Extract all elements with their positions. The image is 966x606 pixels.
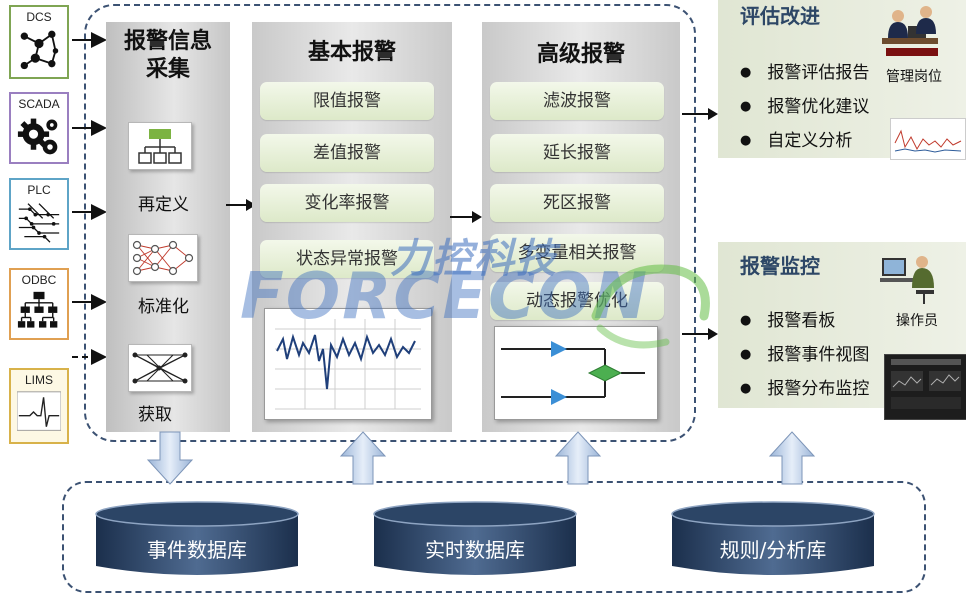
source-label: DCS [26, 10, 52, 24]
monitor-title: 报警监控 [740, 254, 820, 278]
basic-to-advanced-arrow [450, 211, 482, 223]
basic-alarm-item: 状态异常报警 [260, 240, 434, 278]
collect-title: 报警信息 采集 [106, 28, 230, 84]
database-container [62, 481, 926, 593]
hierarchy-icon [138, 129, 182, 164]
operator-role-label: 操作员 [896, 313, 938, 329]
report-chart-thumbnail [890, 118, 966, 160]
assess-item-label: 自定义分析 [767, 131, 853, 151]
source-dcs: DCS [9, 5, 69, 79]
output-arrows [682, 108, 718, 340]
collect-panel: 报警信息 采集 再定义 [106, 22, 230, 432]
network-nodes-icon [20, 30, 59, 70]
rules-database-label: 规则/分析库 [719, 538, 827, 562]
source-label: LIMS [24, 373, 53, 387]
manager-role-label: 管理岗位 [886, 69, 942, 85]
ecg-waveform-icon [17, 391, 61, 431]
database-flow-arrows [146, 431, 816, 485]
advanced-alarm-item: 延长报警 [490, 134, 664, 172]
event-database: 事件数据库 [94, 500, 300, 582]
monitor-item: ● 报警看板 [740, 306, 835, 331]
basic-alarm-item: 限值报警 [260, 82, 434, 120]
bullet-icon: ● [740, 133, 752, 148]
database-cylinder-icon [373, 501, 577, 575]
assess-item-label: 报警评估报告 [767, 63, 870, 83]
acquire-label: 获取 [138, 405, 172, 425]
monitor-item: ● 报警事件视图 [740, 340, 869, 365]
advanced-alarm-panel: 高级报警 滤波报警 延长报警 死区报警 多变量相关报警 动态报警优化 [482, 22, 680, 432]
collect-title-line1: 报警信息 [123, 29, 212, 54]
bullet-icon: ● [740, 381, 752, 396]
bullet-icon: ● [740, 65, 752, 80]
bullet-icon: ● [740, 313, 752, 328]
dashboard-icon [891, 359, 961, 409]
manager-people-icon [882, 6, 938, 56]
collect-to-basic-arrow [226, 199, 256, 211]
basic-alarm-item: 变化率报警 [260, 184, 434, 222]
source-lims: LIMS [9, 368, 69, 444]
processing-container [84, 4, 696, 442]
neural-net-icon [132, 240, 194, 276]
source-label: PLC [27, 183, 51, 197]
circuit-icon [18, 203, 60, 243]
acquire-icon-box [128, 344, 192, 392]
bullet-icon: ● [740, 99, 752, 114]
assess-item: ● 报警评估报告 [740, 58, 869, 83]
monitor-panel: 报警监控 ● 报警看板 ● 报警事件视图 ● 报警分布监控 操作员 [718, 242, 966, 420]
trend-chart-thumbnail [264, 308, 432, 420]
gears-icon [17, 118, 58, 155]
collect-title-line2: 采集 [145, 57, 190, 82]
source-odbc: ODBC [9, 268, 69, 340]
source-arrows [70, 32, 107, 365]
logic-diagram-thumbnail [494, 326, 658, 420]
assess-panel: 评估改进 ● 报警评估报告 ● 报警优化建议 ● 自定义分析 管理岗位 [718, 0, 966, 160]
assess-title: 评估改进 [740, 4, 820, 28]
advanced-alarm-item: 多变量相关报警 [490, 234, 664, 272]
basic-alarm-title: 基本报警 [307, 40, 396, 65]
monitor-item-label: 报警事件视图 [767, 345, 870, 365]
rules-database: 规则/分析库 [670, 500, 876, 582]
monitor-item: ● 报警分布监控 [740, 374, 869, 399]
event-database-label: 事件数据库 [147, 538, 247, 562]
logic-gate-icon [501, 341, 645, 405]
dashboard-thumbnail [884, 354, 966, 420]
redefine-label: 再定义 [138, 195, 189, 215]
database-cylinder-icon [95, 501, 299, 575]
mesh-network-icon [132, 352, 188, 384]
basic-alarm-panel: 基本报警 限值报警 差值报警 变化率报警 状态异常报警 [252, 22, 452, 432]
assess-item-label: 报警优化建议 [767, 97, 870, 117]
advanced-alarm-item: 滤波报警 [490, 82, 664, 120]
database-cylinder-icon [671, 501, 875, 575]
source-plc: PLC [9, 178, 69, 250]
source-scada: SCADA [9, 92, 69, 164]
operator-person-icon [880, 256, 934, 304]
standardize-label: 标准化 [138, 297, 189, 317]
realtime-database-label: 实时数据库 [425, 538, 525, 562]
org-chart-icon [17, 291, 58, 328]
basic-alarm-item: 差值报警 [260, 134, 434, 172]
trend-line-icon [275, 319, 421, 410]
realtime-database: 实时数据库 [372, 500, 578, 582]
bullet-icon: ● [740, 347, 752, 362]
monitor-item-label: 报警分布监控 [767, 379, 870, 399]
advanced-alarm-item: 死区报警 [490, 184, 664, 222]
report-line-icon [894, 129, 962, 153]
advanced-alarm-item: 动态报警优化 [490, 282, 664, 320]
source-label: SCADA [18, 97, 60, 111]
monitor-item-label: 报警看板 [767, 311, 836, 331]
advanced-alarm-title: 高级报警 [536, 42, 625, 67]
assess-item: ● 自定义分析 [740, 126, 852, 151]
assess-item: ● 报警优化建议 [740, 92, 869, 117]
standardize-icon-box [128, 234, 198, 282]
redefine-icon-box [128, 122, 192, 170]
source-label: ODBC [21, 273, 57, 287]
